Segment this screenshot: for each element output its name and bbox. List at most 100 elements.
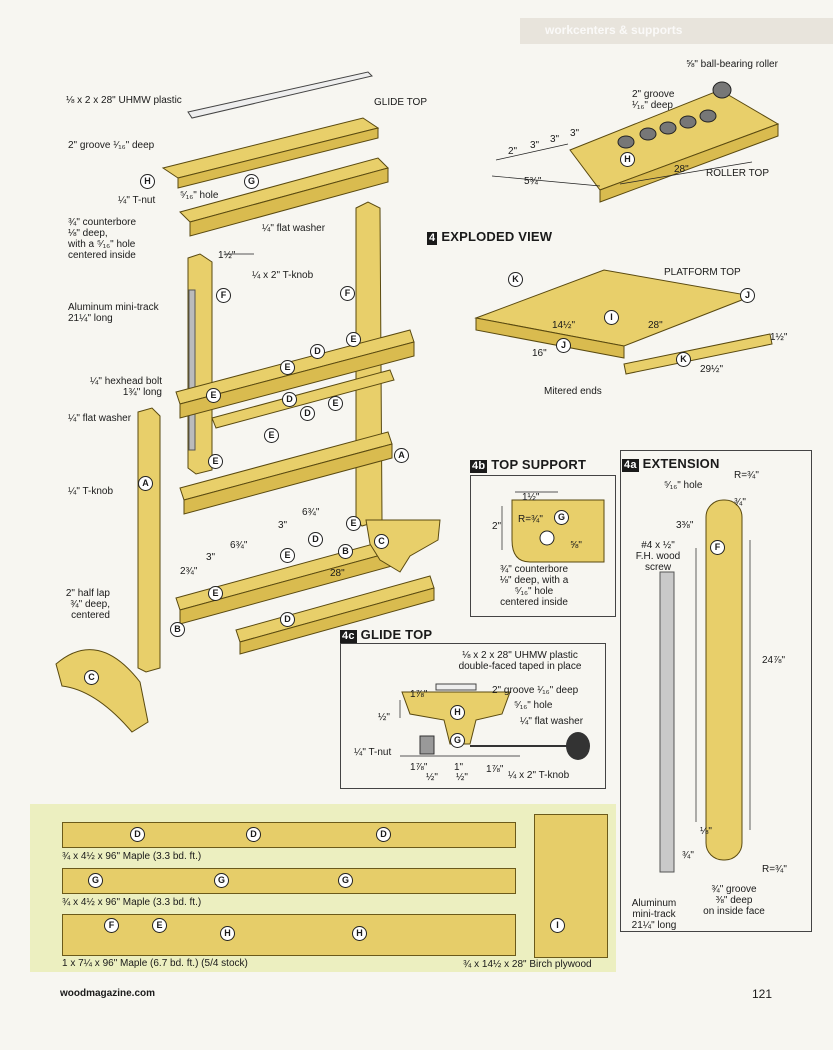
dim-2-75: 2¾" xyxy=(180,566,198,577)
label-gt-groove: 2" groove ¹⁄₁₆" deep xyxy=(492,685,579,696)
part-badge-e1: E xyxy=(346,332,361,347)
label-ext-hole: ⁵⁄₁₆" hole xyxy=(664,480,703,491)
label-half-lap: 2" half lap ¾" deep, centered xyxy=(65,588,110,621)
part-badge-e8: E xyxy=(280,548,295,563)
dim-roller-28: 28" xyxy=(674,164,689,175)
board-2-part-g2: G xyxy=(214,873,229,888)
part-badge-i-platform: I xyxy=(604,310,619,325)
board-1-part-d1: D xyxy=(130,827,145,842)
plywood-panel xyxy=(534,814,608,958)
label-glide-top: GLIDE TOP xyxy=(374,97,427,108)
top-support-title: TOP SUPPORT xyxy=(491,457,587,472)
label-ts-radius: R=¾" xyxy=(518,514,543,525)
board-2 xyxy=(62,868,516,894)
label-ext-mini-track: Aluminum mini-track 21¼" long xyxy=(631,898,677,931)
label-gt-t-nut: ¼" T-nut xyxy=(354,747,392,758)
part-badge-a-left: A xyxy=(138,476,153,491)
part-badge-d2: D xyxy=(282,392,297,407)
board-3 xyxy=(62,914,516,956)
board-2-label: ¾ x 4½ x 96" Maple (3.3 bd. ft.) xyxy=(62,897,202,908)
label-roller-top: ROLLER TOP xyxy=(706,168,769,179)
label-platform-top: PLATFORM TOP xyxy=(664,267,741,278)
dim-platform-28: 28" xyxy=(648,320,663,331)
dim-ts-2: 2" xyxy=(492,521,502,532)
exploded-view-number: 4 xyxy=(427,232,438,245)
label-t-knob-top: ¼ x 2" T-knob xyxy=(252,270,314,281)
dim-6-75b: 6¾" xyxy=(230,540,248,551)
board-1-part-d2: D xyxy=(246,827,261,842)
label-ext-screw: #4 x ½" F.H. wood screw xyxy=(635,540,681,573)
dim-ext-0-75: ¾" xyxy=(734,497,746,508)
part-badge-h-roller: H xyxy=(620,152,635,167)
part-badge-c-right: C xyxy=(374,534,389,549)
part-badge-e3: E xyxy=(206,388,221,403)
section-title: workcenters & supports xyxy=(545,23,683,37)
dim-gt-1-875c: 1⅞" xyxy=(486,764,504,775)
label-flat-washer-top: ¼" flat washer xyxy=(262,223,326,234)
part-badge-j-left: J xyxy=(556,338,571,353)
dim-1-5: 1½" xyxy=(218,250,236,261)
exploded-view-title: EXPLODED VIEW xyxy=(441,229,553,244)
label-ext-radius-bottom: R=¾" xyxy=(762,864,787,875)
upright-a-left xyxy=(137,407,161,673)
part-badge-b-right: B xyxy=(338,544,353,559)
board-3-part-h1: H xyxy=(220,926,235,941)
uhmw-plastic-strip xyxy=(187,71,373,119)
ball-rollers xyxy=(617,81,732,149)
glide-top-detail-panel xyxy=(340,643,606,789)
part-badge-e6: E xyxy=(208,454,223,469)
dim-28: 28" xyxy=(330,568,345,579)
part-badge-f-left: F xyxy=(216,288,231,303)
dim-gt-0-5b: ½" xyxy=(426,772,438,783)
top-support-panel xyxy=(470,475,616,617)
part-badge-g-support: G xyxy=(554,510,569,525)
dim-gt-0-5c: ½" xyxy=(456,772,468,783)
part-badge-f-right: F xyxy=(340,286,355,301)
glide-top-detail-title: GLIDE TOP xyxy=(360,627,433,642)
part-badge-k-top: K xyxy=(508,272,523,287)
part-badge-b-left: B xyxy=(170,622,185,637)
top-support-profile xyxy=(511,499,605,563)
section-banner xyxy=(520,18,833,44)
dim-gt-0-5a: ½" xyxy=(378,712,390,723)
part-badge-e7: E xyxy=(346,516,361,531)
dim-gt-1: 1" xyxy=(454,762,464,773)
label-ext-radius-top: R=¾" xyxy=(734,470,759,481)
label-ball-roller: ⅝" ball-bearing roller xyxy=(686,59,778,70)
label-mini-track: Aluminum mini-track 21¼" long xyxy=(68,302,159,324)
dim-platform-16: 16" xyxy=(532,348,547,359)
dim-gt-1-875a: 1⅞" xyxy=(410,689,428,700)
dim-3b: 3" xyxy=(206,552,216,563)
part-badge-e2: E xyxy=(280,360,295,375)
label-mitered-ends: Mitered ends xyxy=(544,386,602,397)
part-badge-d5: D xyxy=(280,612,295,627)
extension-part xyxy=(705,499,743,861)
foot-c-left xyxy=(55,649,149,733)
dim-ext-0-75b: ¾" xyxy=(682,850,694,861)
extension-panel xyxy=(620,450,812,932)
part-badge-e5: E xyxy=(264,428,279,443)
part-badge-c-left: C xyxy=(84,670,99,685)
label-ext-groove: ¾" groove ⅜" deep on inside face xyxy=(703,884,765,917)
glide-top-detail-number: 4c xyxy=(340,630,357,643)
board-3-part-h2: H xyxy=(352,926,367,941)
part-badge-a-right: A xyxy=(394,448,409,463)
part-badge-f-extension: F xyxy=(710,540,725,555)
board-1-label: ¾ x 4½ x 96" Maple (3.3 bd. ft.) xyxy=(62,851,202,862)
dim-ext-0-125: ⅛" xyxy=(700,826,712,837)
label-ts-counterbore: ¾" counterbore ⅛" deep, with a ⁵⁄₁₆" hol… xyxy=(499,564,569,608)
footer-page-number: 121 xyxy=(752,987,773,1001)
dim-ts-1-5: 1½" xyxy=(522,492,540,503)
part-badge-k-bottom: K xyxy=(676,352,691,367)
label-gt-plastic: ⅛ x 2 x 28" UHMW plastic double-faced ta… xyxy=(458,650,582,672)
part-badge-e9: E xyxy=(208,586,223,601)
foot-c-right xyxy=(365,519,441,573)
dim-ts-5-8: ⅝" xyxy=(570,540,582,551)
label-flat-washer-left: ¼" flat washer xyxy=(68,413,132,424)
board-3-part-e: E xyxy=(152,918,167,933)
board-3-part-f: F xyxy=(104,918,119,933)
